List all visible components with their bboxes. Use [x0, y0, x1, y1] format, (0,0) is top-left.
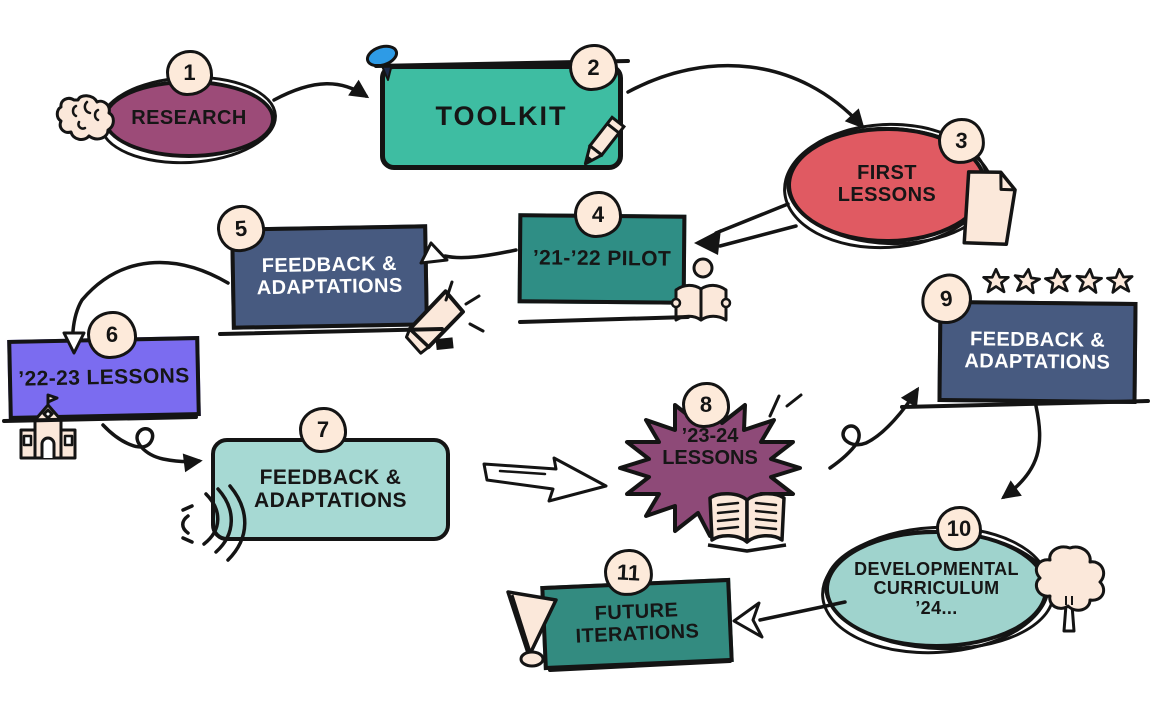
step-7-number-badge: 7 — [299, 407, 347, 453]
pushpin-icon — [365, 44, 399, 81]
step-1-number-badge: 1 — [166, 50, 213, 96]
arrow-7-8 — [482, 456, 608, 503]
step-4-label: ’21-’22 PILOT — [532, 246, 672, 271]
step-2-toolkit: TOOLKIT — [380, 64, 623, 170]
arrow-3-4-line-b — [718, 224, 798, 248]
arrow-9-10 — [1000, 404, 1042, 500]
star-icon — [1075, 267, 1103, 294]
megaphone-icon — [404, 289, 465, 355]
step-4-number-badge: 4 — [574, 191, 622, 238]
arrow-2-3 — [626, 63, 865, 129]
person-reading-icon — [670, 257, 732, 322]
arrow-7-8-detail — [498, 469, 547, 476]
step-2-number-badge: 2 — [569, 44, 618, 91]
step-1-label: RESEARCH — [131, 107, 247, 130]
step-11-label: FUTURE ITERATIONS — [575, 599, 700, 648]
arrow-4-5-line — [443, 248, 518, 260]
step-8-label: ’23-24 LESSONS — [662, 425, 758, 469]
star-icon — [1106, 267, 1134, 294]
step-6-number-badge: 6 — [87, 311, 137, 359]
step-10-label: DEVELOPMENTAL CURRICULUM ’24... — [854, 558, 1019, 618]
document-icon — [962, 170, 1017, 246]
arrow-6-7 — [101, 423, 203, 473]
open-book-icon — [707, 492, 787, 553]
tree-icon — [1034, 545, 1106, 633]
step-10-developmental-curriculum: DEVELOPMENTAL CURRICULUM ’24... — [825, 530, 1048, 648]
arrow-3-4-line-a — [714, 202, 790, 235]
step-8-number-badge: 8 — [682, 382, 730, 428]
arrow-1-2 — [272, 79, 370, 102]
step-6-label: ’22-23 LESSONS — [18, 363, 190, 391]
star-icon — [1044, 267, 1072, 294]
flag-cone-icon — [506, 590, 558, 668]
step-5-label: FEEDBACK & ADAPTATIONS — [256, 253, 403, 300]
step-9-label: FEEDBACK & ADAPTATIONS — [964, 328, 1111, 374]
step-7-label: FEEDBACK & ADAPTATIONS — [254, 465, 407, 512]
arrow-8-9 — [828, 386, 920, 470]
step-7-feedback-adaptations: FEEDBACK & ADAPTATIONS — [211, 438, 450, 541]
step-9-feedback-adaptations: FEEDBACK & ADAPTATIONS — [937, 299, 1138, 405]
five-stars-icon — [982, 266, 1134, 296]
arrow-3-4-head — [694, 229, 721, 255]
step-2-label: TOOLKIT — [435, 101, 568, 132]
star-icon — [1013, 267, 1041, 295]
step-10-number-badge: 10 — [936, 506, 982, 551]
sound-waves-icon — [181, 484, 247, 562]
star-icon — [982, 267, 1010, 294]
school-icon — [19, 393, 77, 460]
brain-icon — [55, 94, 115, 141]
arrow-10-11-head — [732, 601, 764, 639]
step-3-label: FIRST LESSONS — [837, 162, 937, 206]
pencil-icon — [583, 115, 627, 166]
